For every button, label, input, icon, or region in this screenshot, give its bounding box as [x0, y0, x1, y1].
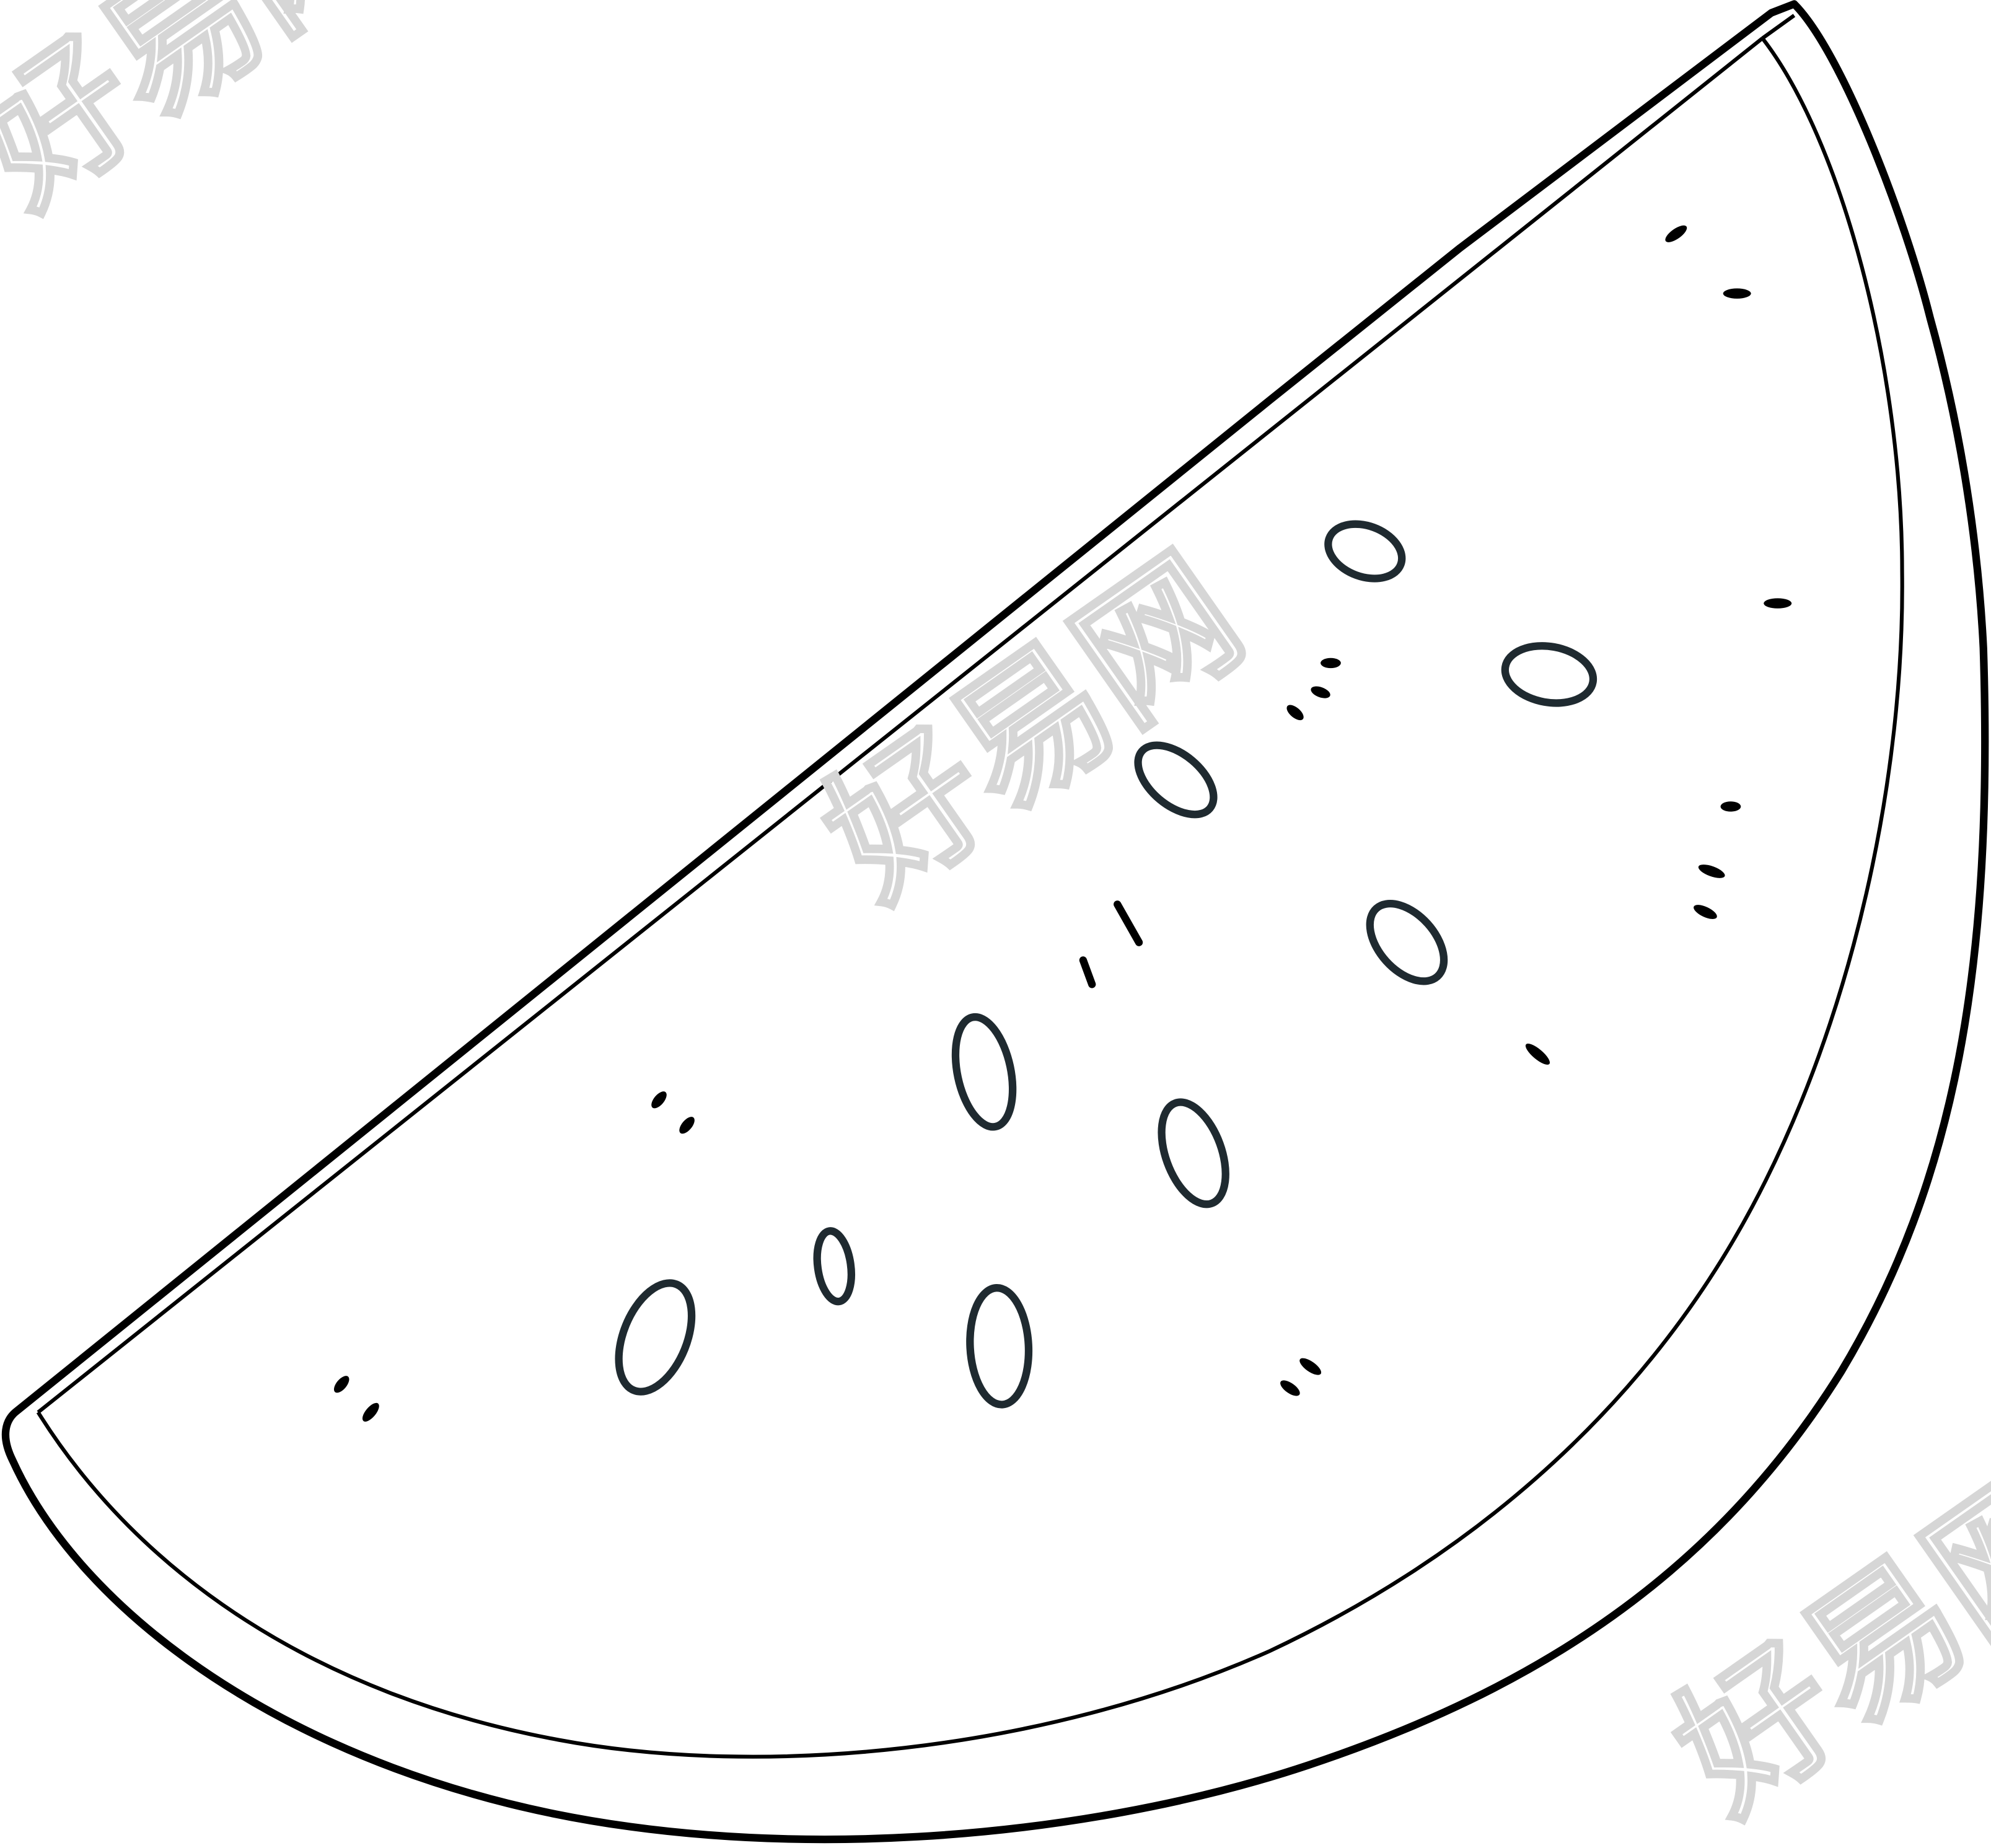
speck — [1665, 225, 1687, 242]
seed — [1134, 741, 1218, 819]
watermark: 好易网 — [1645, 1438, 1991, 1846]
seed — [1501, 642, 1598, 707]
speck — [362, 1402, 379, 1422]
speck — [1698, 865, 1725, 878]
speck — [651, 1091, 667, 1109]
rind-inner-line — [36, 37, 1904, 1759]
seed-specks — [333, 225, 1792, 1422]
speck — [1286, 705, 1304, 721]
speck — [1299, 1358, 1322, 1375]
speck — [1311, 686, 1330, 698]
watermark: 好易网 — [0, 0, 420, 239]
seed — [951, 1013, 1017, 1131]
seed — [615, 1279, 696, 1396]
seed — [1158, 1098, 1229, 1208]
speck — [1280, 1380, 1300, 1396]
speck — [333, 1376, 349, 1393]
speck — [1525, 1044, 1550, 1065]
speck — [679, 1117, 695, 1134]
speck-line — [1114, 900, 1143, 946]
seed — [966, 1284, 1033, 1409]
seed — [813, 1227, 855, 1306]
speck — [1321, 658, 1341, 669]
seed — [1366, 899, 1448, 985]
speck-line — [1079, 956, 1096, 988]
seed — [1324, 520, 1406, 583]
speck — [1720, 801, 1741, 812]
speck — [1694, 905, 1717, 919]
speck — [1764, 598, 1792, 609]
speck — [1723, 288, 1751, 299]
seeds — [615, 520, 1598, 1409]
rind-tip-top — [1761, 14, 1796, 40]
slice-cut-edge — [37, 37, 1764, 1414]
